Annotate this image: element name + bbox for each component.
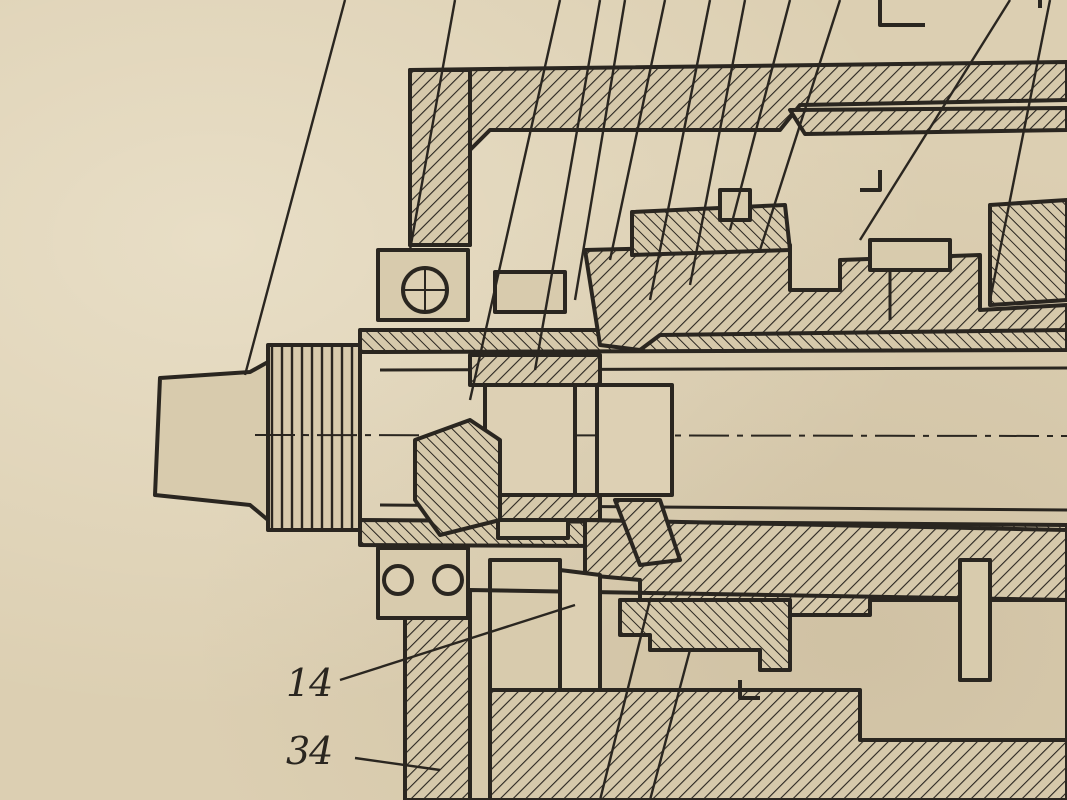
gear-assembly-bottom: [468, 518, 1067, 800]
leader-lines: [243, 0, 1052, 800]
cropped-top-numbers: [878, 0, 1042, 27]
callout-label-14: 14: [286, 661, 333, 705]
bearing-bottom-left: [376, 546, 470, 620]
callout-label-34: 34: [286, 729, 333, 773]
bearing-top-left: [376, 248, 470, 322]
housing-left-wall: [403, 68, 472, 800]
shaft-end: [153, 343, 1067, 532]
section-marks: [738, 170, 882, 700]
gear-collar-top: [583, 188, 1067, 352]
inner-flange: [413, 418, 682, 567]
